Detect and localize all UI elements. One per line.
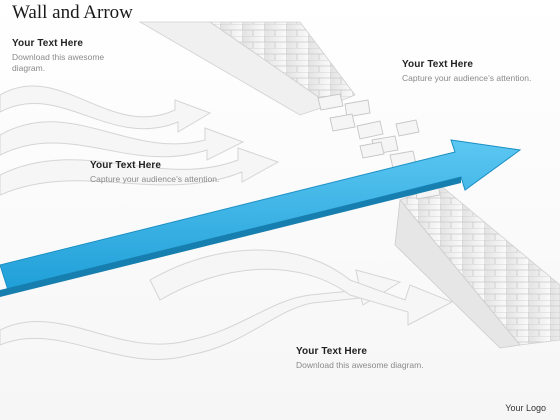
callout-body: Capture your audience’s attention. xyxy=(90,174,220,184)
callout-heading: Your Text Here xyxy=(90,160,162,171)
slide-title: Wall and Arrow xyxy=(12,2,133,23)
brick-wall-lower xyxy=(394,184,560,349)
callout-body: Capture your audience’s attention. xyxy=(402,73,532,83)
callout-middle-left: Your Text Here Capture your audience’s a… xyxy=(90,160,220,185)
callout-heading: Your Text Here xyxy=(402,59,474,70)
white-arrows-lower xyxy=(0,249,454,360)
white-arrows-upper xyxy=(0,85,280,196)
callout-heading: Your Text Here xyxy=(12,38,84,49)
logo-placeholder: Your Logo xyxy=(505,403,546,413)
callout-top-right: Your Text Here Capture your audience’s a… xyxy=(402,59,532,84)
broken-bricks xyxy=(317,93,441,200)
blue-arrow xyxy=(0,139,522,297)
callout-top-left: Your Text Here Download this awesome dia… xyxy=(12,38,132,74)
callout-body: Download this awesome diagram. xyxy=(12,52,105,73)
callout-heading: Your Text Here xyxy=(296,346,368,357)
callout-bottom: Your Text Here Download this awesome dia… xyxy=(296,346,426,371)
callout-body: Download this awesome diagram. xyxy=(296,360,424,370)
